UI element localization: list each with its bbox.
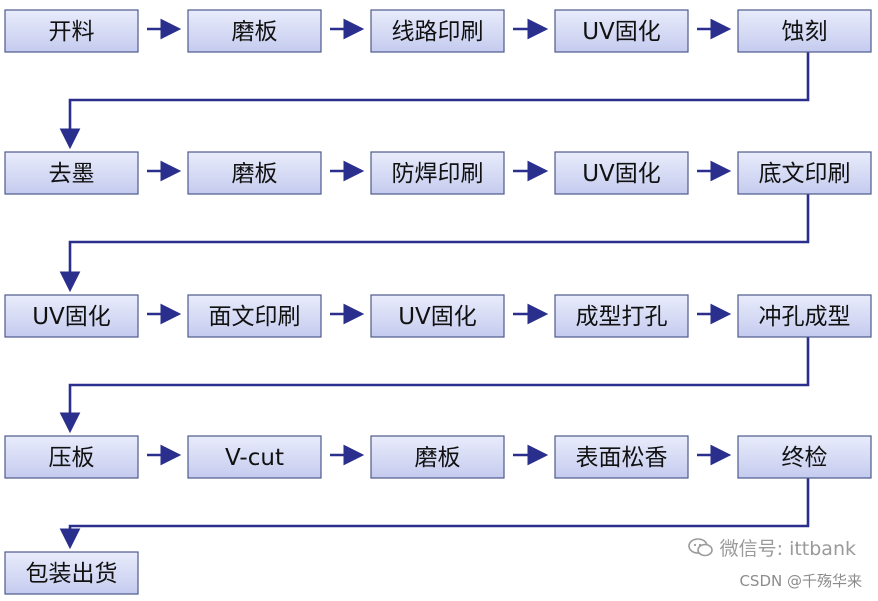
process-step: UV固化 bbox=[554, 9, 689, 53]
step-label: 防焊印刷 bbox=[392, 161, 484, 187]
row-connectors bbox=[59, 52, 810, 550]
step-box bbox=[187, 294, 322, 338]
process-step: 开料 bbox=[4, 9, 139, 53]
step-label: 终检 bbox=[782, 445, 828, 471]
process-step: UV固化 bbox=[4, 294, 139, 338]
step-box bbox=[187, 435, 322, 479]
row-connector-arrow bbox=[59, 194, 810, 293]
process-step: 蚀刻 bbox=[737, 9, 872, 53]
step-box bbox=[4, 551, 139, 595]
step-box bbox=[4, 294, 139, 338]
step-label: UV固化 bbox=[32, 304, 111, 330]
process-step: 面文印刷 bbox=[187, 294, 322, 338]
step-box bbox=[4, 151, 139, 195]
process-step: 表面松香 bbox=[554, 435, 689, 479]
process-step: 磨板 bbox=[187, 151, 322, 195]
process-step: 冲孔成型 bbox=[737, 294, 872, 338]
row-connector-arrow bbox=[59, 337, 810, 434]
step-label: 开料 bbox=[49, 19, 95, 45]
process-step: 包装出货 bbox=[4, 551, 139, 595]
step-label: V-cut bbox=[225, 445, 284, 471]
process-step: 去墨 bbox=[4, 151, 139, 195]
process-step: UV固化 bbox=[370, 294, 505, 338]
step-label: UV固化 bbox=[398, 304, 477, 330]
wechat-icon bbox=[687, 537, 713, 556]
row-connector-arrow bbox=[59, 478, 810, 550]
step-label: 包装出货 bbox=[26, 561, 118, 587]
step-box bbox=[4, 9, 139, 53]
credit-text: CSDN @千殇华来 bbox=[739, 572, 862, 590]
step-label: 成型打孔 bbox=[576, 304, 668, 330]
step-box bbox=[370, 151, 505, 195]
step-box bbox=[370, 294, 505, 338]
step-box bbox=[554, 435, 689, 479]
step-box bbox=[370, 435, 505, 479]
step-box bbox=[187, 9, 322, 53]
process-step: 终检 bbox=[737, 435, 872, 479]
step-box bbox=[737, 151, 872, 195]
step-label: 压板 bbox=[49, 445, 95, 471]
process-step: 底文印刷 bbox=[737, 151, 872, 195]
process-step: V-cut bbox=[187, 435, 322, 479]
step-label: 磨板 bbox=[415, 445, 461, 471]
step-box bbox=[370, 9, 505, 53]
step-label: 磨板 bbox=[232, 19, 278, 45]
watermark-text: 微信号: ittbank bbox=[719, 538, 856, 560]
step-box bbox=[4, 435, 139, 479]
step-label: UV固化 bbox=[582, 19, 661, 45]
step-label: 线路印刷 bbox=[392, 19, 484, 45]
step-box bbox=[554, 294, 689, 338]
step-arrows bbox=[147, 18, 732, 466]
step-label: 冲孔成型 bbox=[759, 304, 851, 330]
process-step: 线路印刷 bbox=[370, 9, 505, 53]
step-box bbox=[554, 151, 689, 195]
step-label: 磨板 bbox=[232, 161, 278, 187]
step-label: 去墨 bbox=[49, 161, 95, 187]
step-box bbox=[737, 9, 872, 53]
process-step: 压板 bbox=[4, 435, 139, 479]
step-box bbox=[737, 435, 872, 479]
process-step: 磨板 bbox=[370, 435, 505, 479]
process-step: 成型打孔 bbox=[554, 294, 689, 338]
watermark: 微信号: ittbank bbox=[687, 534, 856, 561]
step-label: 面文印刷 bbox=[209, 304, 301, 330]
process-step: 磨板 bbox=[187, 9, 322, 53]
row-connector-arrow bbox=[59, 52, 810, 150]
step-label: 底文印刷 bbox=[759, 161, 851, 187]
step-label: UV固化 bbox=[582, 161, 661, 187]
process-step: 防焊印刷 bbox=[370, 151, 505, 195]
step-box bbox=[737, 294, 872, 338]
step-box bbox=[187, 151, 322, 195]
process-step: UV固化 bbox=[554, 151, 689, 195]
step-label: 表面松香 bbox=[576, 445, 668, 471]
step-box bbox=[554, 9, 689, 53]
step-label: 蚀刻 bbox=[782, 19, 828, 45]
